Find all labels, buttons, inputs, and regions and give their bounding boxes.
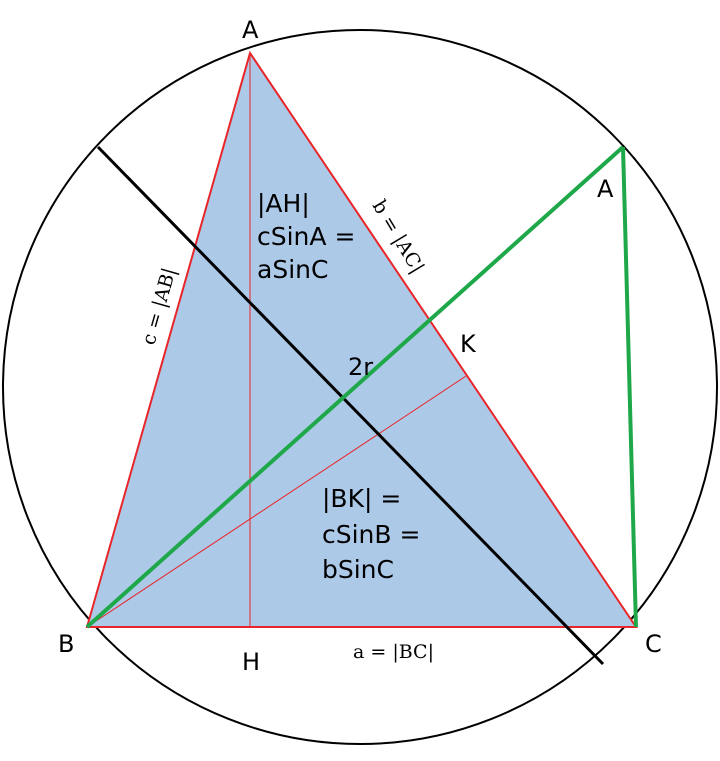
circumcircle <box>2 29 718 745</box>
bk-formula-line1: |BK| = <box>322 484 401 513</box>
angle-a-prime-label: A <box>597 175 614 203</box>
point-k-label: K <box>460 330 477 358</box>
green-side-ac <box>621 146 638 628</box>
bk-formula-line3: bSinC <box>322 555 394 584</box>
green-diameter-ba <box>85 145 625 629</box>
ah-formula-line1: |AH| <box>257 189 310 218</box>
ah-formula-line2: cSinA = <box>257 222 355 251</box>
altitude-bk <box>86 375 467 628</box>
triangle-abc <box>85 50 638 628</box>
bk-formula-line2: cSinB = <box>322 520 420 549</box>
diameter-line <box>96 145 605 666</box>
diameter-2r-label: 2r <box>348 353 373 381</box>
vertex-b-label: B <box>58 630 74 658</box>
side-a-label: a = |BC| <box>353 641 434 663</box>
ah-formula-line3: aSinC <box>257 255 328 284</box>
vertex-c-label: C <box>645 630 662 658</box>
point-h-label: H <box>242 648 260 676</box>
vertex-a-label: A <box>242 16 259 44</box>
